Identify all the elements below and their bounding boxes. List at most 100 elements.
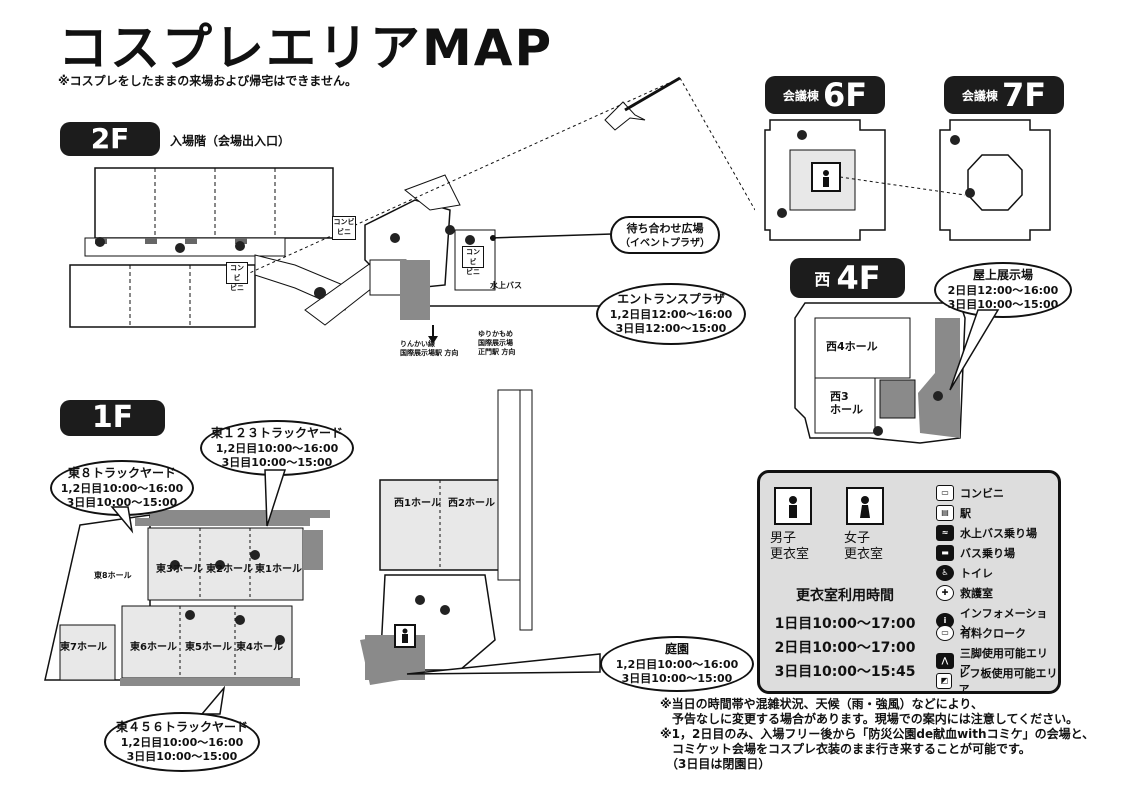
floor-2f-badge: 2F <box>60 122 160 156</box>
female-dressing-icon <box>846 487 884 525</box>
floor-2f-label: 2F <box>90 122 130 155</box>
east456-pointer <box>200 686 226 715</box>
floor-6f-label: 6F <box>822 76 868 114</box>
east123-pointer <box>264 469 287 527</box>
garden-title: 庭園 <box>664 642 689 656</box>
male-dressing-label: 男子更衣室 <box>770 531 810 562</box>
floor-6f-prefix: 会議棟 <box>782 88 819 103</box>
hours-title: 更衣室利用時間 <box>796 588 894 604</box>
garden-callout: 庭園 1,2日目10:00～16:00 3日目10:00～15:00 <box>600 636 754 692</box>
yurikamome-label: ゆりかもめ国際展示場正門駅 方向 <box>478 330 516 356</box>
page-title: コスプレエリアMAP <box>58 19 554 77</box>
floor-6f-badge: 会議棟 6F <box>765 76 885 114</box>
waterbus-label: 水上バス <box>490 281 522 290</box>
garden-pointer <box>406 653 601 675</box>
firstaid-icon: ✚ <box>936 585 954 601</box>
waiting-plaza-pointer <box>490 233 612 241</box>
garden-hours1: 1,2日目10:00～16:00 <box>615 658 739 671</box>
toilet-icon: ♿ <box>936 565 954 581</box>
floor-6f-7f-map <box>764 119 1051 241</box>
note-line-4: コミケット会場をコスプレ衣装のまま行き来することが可能です。 <box>660 742 1031 756</box>
station-icon: ▤ <box>936 505 954 521</box>
hall-east3: 東3ホール <box>156 564 203 575</box>
note-line-1: ※当日の時間帯や混雑状況、天候（雨・強風）などにより、 <box>660 697 983 711</box>
rooftop-pointer <box>949 309 1000 391</box>
tripod-icon: ⋀ <box>936 653 954 669</box>
hours-day1: 1日目10:00～17:00 <box>774 616 916 632</box>
waterbus-icon: ≈ <box>936 525 954 541</box>
legend-panel: 男子更衣室 女子更衣室 更衣室利用時間 1日目10:00～17:00 2日目10… <box>757 470 1061 697</box>
rooftop-callout: 屋上展示場 2日目12:00～16:00 3日目10:00～15:00 <box>934 262 1072 318</box>
rooftop-hours2: 3日目10:00～15:00 <box>947 298 1059 311</box>
east8-hours1: 1,2日目10:00～16:00 <box>60 482 184 495</box>
hall-east4: 東4ホール <box>236 642 283 653</box>
hall-west2: 西2ホール <box>448 498 495 509</box>
floor-4f-prefix: 西 <box>814 270 831 289</box>
floor-2f-caption: 入場階（会場出入口） <box>170 134 291 148</box>
legend-item-waterbus: ≈水上バス乗り場 <box>936 525 1037 541</box>
garden-hours2: 3日目10:00～15:00 <box>621 672 733 685</box>
entrance-plaza-callout: エントランスプラザ 1,2日目12:00～16:00 3日目12:00～15:0… <box>596 283 746 345</box>
note-line-2: 予告なしに変更する場合があります。現場での案内には注意してください。 <box>660 712 1079 726</box>
east123-hours2: 3日目10:00～15:00 <box>221 456 333 469</box>
waiting-plaza-title: 待ち合わせ広場 <box>626 222 704 235</box>
rooftop-hours1: 2日目12:00～16:00 <box>947 284 1059 297</box>
note-line-3: ※1，2日目のみ、入場フリー後から「防災公園de献血withコミケ」の会場と、 <box>660 727 1095 741</box>
kombi-sign-2f-right: コンビビニ <box>462 246 484 276</box>
legend-item-firstaid: ✚救護室 <box>936 585 993 601</box>
floor-7f-prefix: 会議棟 <box>961 88 998 103</box>
hall-east2: 東2ホール <box>206 564 253 575</box>
entrance-plaza-pointer <box>430 305 600 307</box>
waiting-plaza-sub: （イベントプラザ） <box>620 238 710 249</box>
kombi-sign-2f-left: コンビビニ <box>332 216 356 240</box>
east8-hours2: 3日目10:00～15:00 <box>66 496 178 509</box>
floor-7f-badge: 会議棟 7F <box>944 76 1064 114</box>
hall-east1: 東1ホール <box>255 564 302 575</box>
legend-item-reflector: ◩レフ板使用可能エリア <box>936 665 1058 697</box>
east123-callout: 東１２３トラックヤード 1,2日目10:00～16:00 3日目10:00～15… <box>200 420 354 476</box>
reflector-icon: ◩ <box>936 673 953 689</box>
floor-4f-map <box>794 302 966 444</box>
convenience-icon: ▭ <box>936 485 954 501</box>
rooftop-title: 屋上展示場 <box>972 268 1033 282</box>
entrance-plaza-hours2: 3日目12:00～15:00 <box>615 322 727 335</box>
hall-east7: 東7ホール <box>60 642 107 653</box>
hall-east5: 東5ホール <box>185 642 232 653</box>
bus-icon: ▬ <box>936 545 954 561</box>
hours-day2: 2日目10:00～17:00 <box>774 640 916 656</box>
hall-east6: 東6ホール <box>130 642 177 653</box>
legend-item-cloak: ▭有料クローク <box>936 625 1026 641</box>
kombi-sign-2f-mid: コンビビニ <box>226 262 248 292</box>
floor-1f-label: 1F <box>91 400 134 435</box>
legend-item-toilet: ♿トイレ <box>936 565 993 581</box>
legend-item-station: ▤駅 <box>936 505 971 521</box>
footnotes: ※当日の時間帯や混雑状況、天候（雨・強風）などにより、 予告なしに変更する場合が… <box>660 697 1094 772</box>
floor-1f-map <box>44 389 533 686</box>
east456-title: 東４５６トラックヤード <box>115 720 248 734</box>
female-dressing-label: 女子更衣室 <box>844 531 884 562</box>
legend-item-tripod: ⋀三脚使用可能エリア <box>936 645 1058 677</box>
entrance-plaza-hours1: 1,2日目12:00～16:00 <box>609 308 733 321</box>
hall-west1: 西1ホール <box>394 498 441 509</box>
floor-4f-badge: 西 4F <box>790 258 905 298</box>
floor-1f-badge: 1F <box>60 400 165 436</box>
rinkai-label: りんかい線国際展示場駅 方向 <box>400 340 459 357</box>
east123-title: 東１２３トラックヤード <box>210 426 343 440</box>
east123-hours1: 1,2日目10:00～16:00 <box>215 442 339 455</box>
legend-item-convenience: ▭コンビニ <box>936 485 1004 501</box>
east8-pointer <box>110 506 134 534</box>
cloak-icon: ▭ <box>936 625 954 641</box>
floor-2f-map <box>69 76 755 344</box>
note-line-5: （3日目は閉園日） <box>660 757 771 771</box>
male-dressing-icon <box>774 487 812 525</box>
floor-7f-label: 7F <box>1001 76 1047 114</box>
east8-title: 東８トラックヤード <box>67 466 176 480</box>
hall-west4: 西4ホール <box>826 340 878 353</box>
east456-hours2: 3日目10:00～15:00 <box>126 750 238 763</box>
east456-callout: 東４５６トラックヤード 1,2日目10:00～16:00 3日目10:00～15… <box>104 712 260 772</box>
legend-item-bus: ▬バス乗り場 <box>936 545 1015 561</box>
notice-text: ※コスプレをしたままの来場および帰宅はできません。 <box>58 74 357 88</box>
floor-4f-label: 4F <box>836 259 881 297</box>
hall-east8: 東8ホール <box>94 571 132 580</box>
